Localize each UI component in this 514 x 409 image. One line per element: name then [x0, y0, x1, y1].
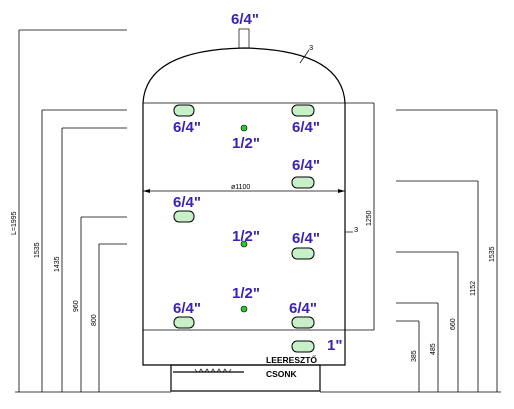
- pipe-right-lower: [291, 316, 315, 329]
- pipe-right-upper: [291, 104, 315, 117]
- left-lower-label: 6/4": [173, 300, 201, 317]
- right-middle-label: 6/4": [292, 157, 320, 174]
- dim-left-1995: L=1995: [11, 211, 18, 235]
- sensor-middle: [240, 240, 248, 248]
- dim-left-800: 800: [91, 314, 98, 326]
- dim-right-inner-1250: 1250: [366, 210, 373, 226]
- diameter-arrow-left: [143, 189, 150, 193]
- dim-right-1152: 1152: [470, 281, 477, 296]
- dim-right-485: 485: [430, 343, 437, 355]
- diameter-label: ø1100: [231, 184, 250, 191]
- left-upper-label: 6/4": [173, 119, 201, 136]
- pipe-right-middle: [291, 176, 315, 189]
- sensor-upper: [240, 124, 248, 132]
- dim-right-385: 385: [411, 350, 418, 362]
- sensor-lower: [240, 305, 248, 313]
- dim-left-1535: 1535: [34, 242, 41, 258]
- drain-pipe-coil: [194, 368, 232, 373]
- drain-label-line2: CSONK: [266, 369, 298, 379]
- sensor-middle-label: 1/2": [232, 228, 260, 245]
- pipe-left-middle: [173, 210, 195, 223]
- drain-label-line1: LEERESZTŐ: [266, 354, 317, 365]
- dim-left-960: 960: [73, 300, 80, 312]
- right-upper-label: 6/4": [292, 119, 320, 136]
- dim-right-1535: 1535: [489, 246, 496, 262]
- top-nozzle: [238, 28, 250, 49]
- pipe-left-lower: [173, 316, 195, 329]
- pipe-left-upper: [173, 104, 195, 117]
- bottom-right-label: 1": [327, 337, 342, 354]
- diameter-arrow-right: [338, 189, 345, 193]
- thickness-side-label: 3: [354, 225, 358, 234]
- thickness-top-label: 3: [309, 43, 313, 52]
- sensor-lower-label: 1/2": [232, 285, 260, 302]
- tank-base: [170, 364, 321, 392]
- thickness-top-leader: [299, 49, 310, 64]
- pipe-right-middle-lower: [291, 247, 315, 260]
- dim-right-660: 660: [450, 318, 457, 330]
- dim-left-1435: 1435: [54, 256, 61, 272]
- right-lower-label: 6/4": [289, 300, 317, 317]
- right-middle-lower-label: 6/4": [292, 230, 320, 247]
- top-connection-label: 6/4": [231, 11, 259, 28]
- left-middle-label: 6/4": [173, 194, 201, 211]
- sensor-upper-label: 1/2": [232, 135, 260, 152]
- pipe-bottom-right: [291, 340, 315, 353]
